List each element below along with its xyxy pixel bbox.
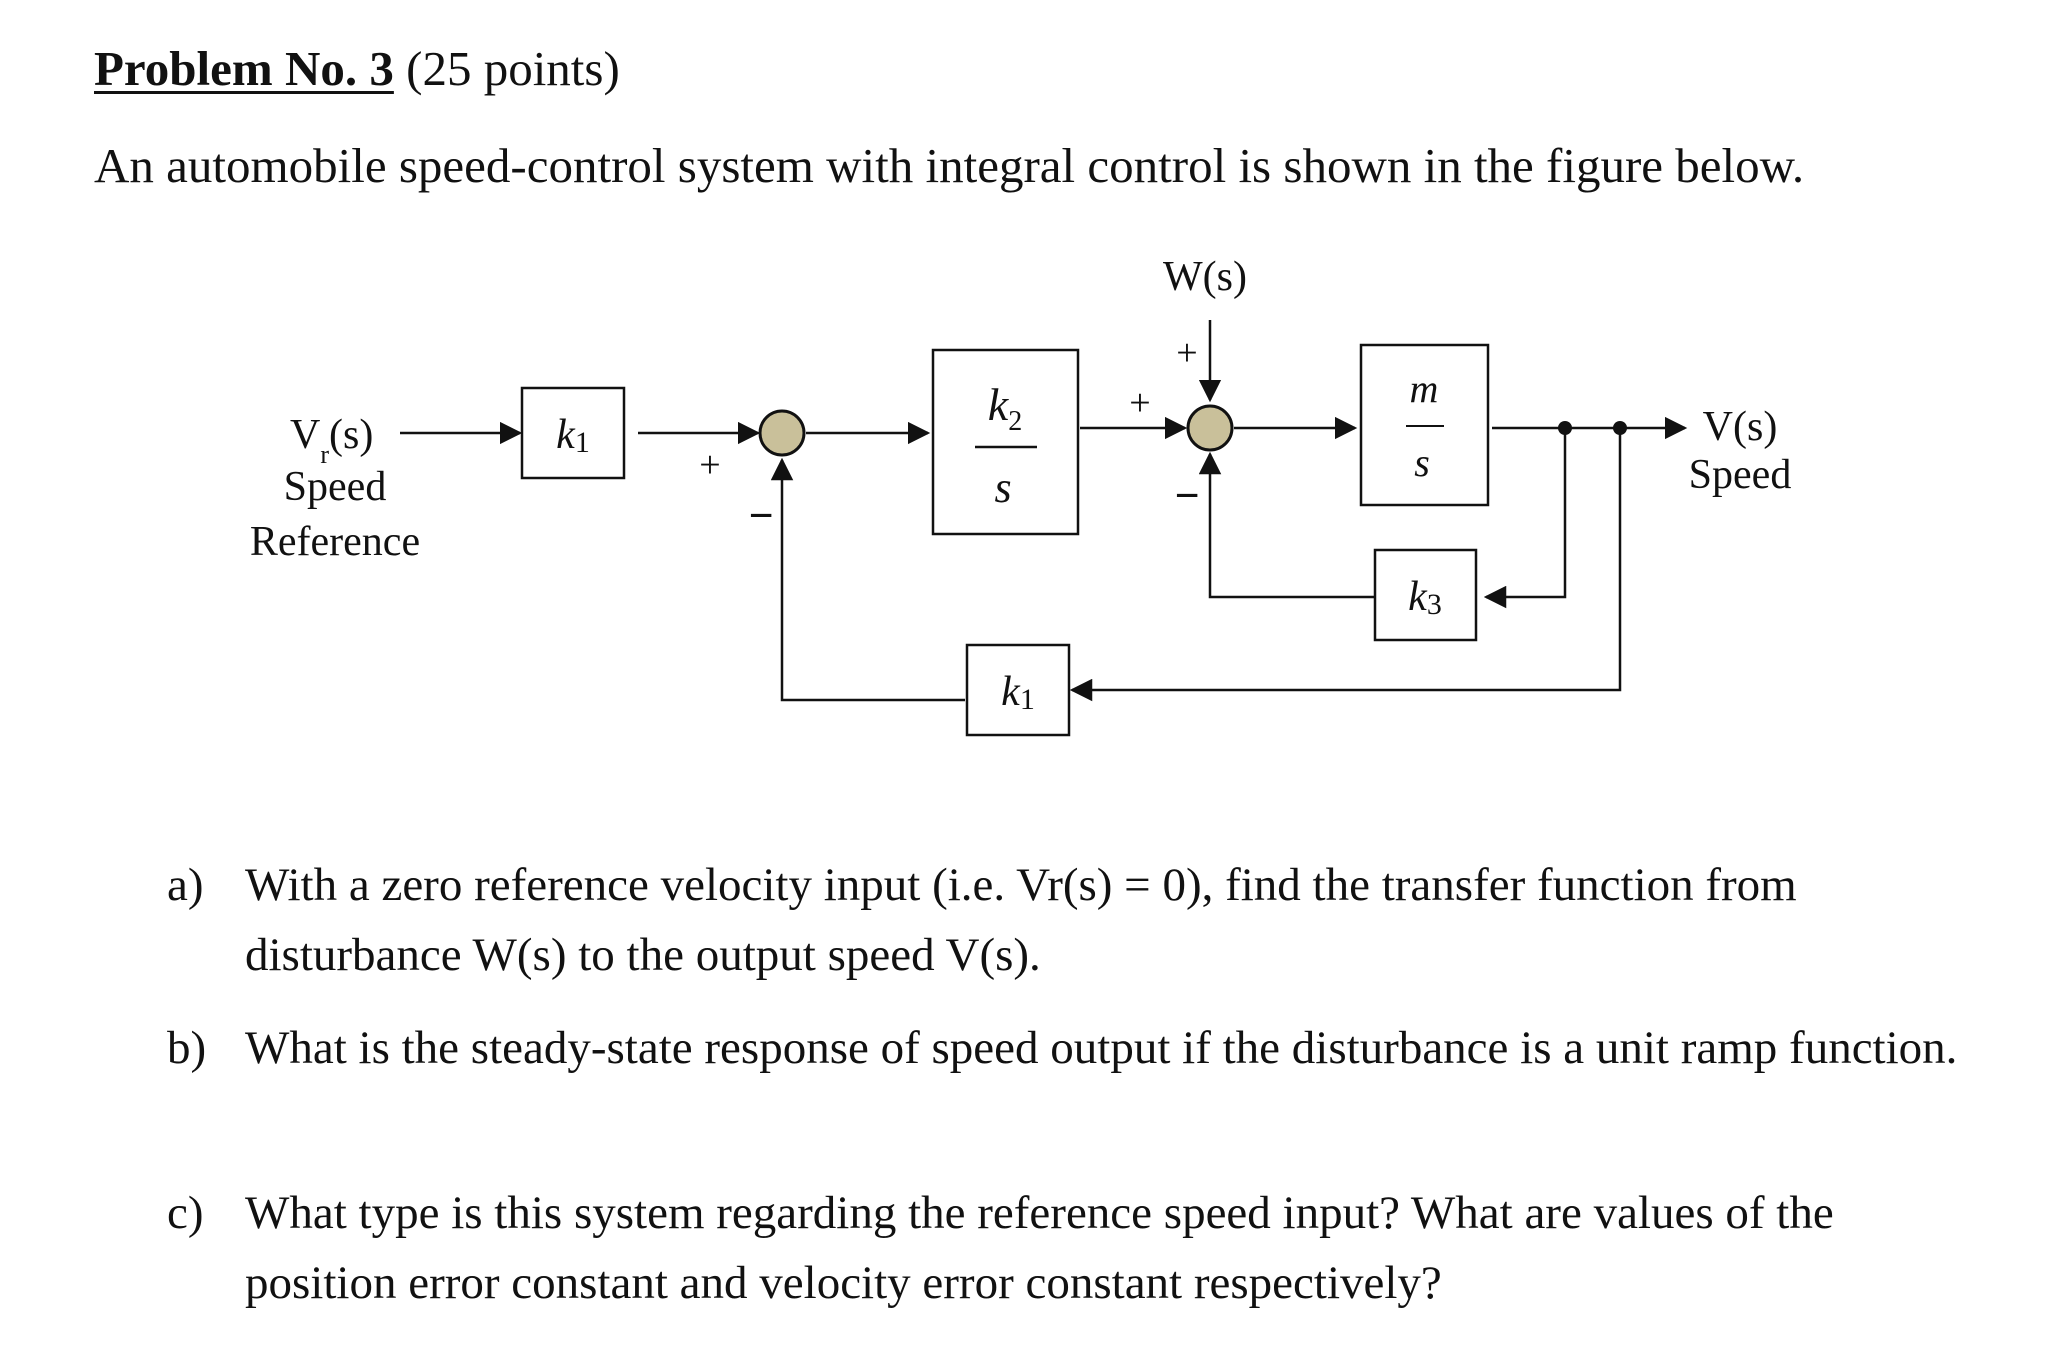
input-speed-label: Speed xyxy=(284,464,387,510)
junction-dot-outer xyxy=(1613,421,1627,435)
plant-numerator: m xyxy=(1410,366,1439,411)
wire-inner-branch xyxy=(1483,428,1567,609)
wire-k3-to-sum2 xyxy=(1198,451,1375,599)
problem-label: Problem No. 3 xyxy=(94,41,394,96)
k1-feedback-label: k1 xyxy=(1001,669,1035,716)
question-a: a) With a zero reference velocity input … xyxy=(0,850,2046,981)
question-b: b) What is the steady-state response of … xyxy=(0,1013,2046,1153)
question-c-text: What type is this system regarding the r… xyxy=(245,1187,1834,1309)
integrator-block xyxy=(931,348,1080,536)
output-speed-label: Speed xyxy=(1689,452,1792,498)
question-c-letter: c) xyxy=(167,1187,204,1239)
junction-dot-inner xyxy=(1558,421,1572,435)
wire-outer-branch xyxy=(1069,428,1622,702)
question-a-letter: a) xyxy=(167,859,204,911)
integrator-denominator: s xyxy=(994,463,1011,512)
sum1-plus-sign: + xyxy=(699,444,720,486)
wire-k1fb-to-sum1 xyxy=(770,457,965,702)
summing-junction-2 xyxy=(1186,404,1234,452)
sum2-plus-top-sign: + xyxy=(1176,332,1197,374)
summing-junction-1 xyxy=(758,409,806,457)
sum2-minus-sign: − xyxy=(1174,471,1199,520)
disturbance-label: W(s) xyxy=(1163,254,1247,300)
question-b-text: What is the steady-state response of spe… xyxy=(245,1022,1958,1074)
points-label: (25 points) xyxy=(406,41,620,96)
problem-heading: Problem No. 3 (25 points) xyxy=(94,40,620,97)
integrator-numerator: k2 xyxy=(988,379,1022,437)
input-signal-label: Vr(s) xyxy=(290,412,373,469)
intro-text: An automobile speed-control system with … xyxy=(94,138,1805,193)
k1-forward-block xyxy=(520,386,626,480)
sum1-minus-sign: − xyxy=(748,491,773,540)
k3-block xyxy=(1373,548,1478,642)
input-reference-label: Reference xyxy=(250,519,420,565)
question-c: c) What type is this system regarding th… xyxy=(0,1178,2046,1318)
k3-label: k3 xyxy=(1408,574,1442,621)
k1-forward-label: k1 xyxy=(556,412,590,459)
sum2-plus-left-sign: + xyxy=(1129,382,1150,424)
question-a-text: With a zero reference velocity input (i.… xyxy=(245,859,1797,981)
output-signal-label: V(s) xyxy=(1703,404,1778,450)
question-b-letter: b) xyxy=(167,1022,207,1074)
plant-denominator: s xyxy=(1414,440,1430,485)
k1-feedback-block xyxy=(965,643,1071,737)
